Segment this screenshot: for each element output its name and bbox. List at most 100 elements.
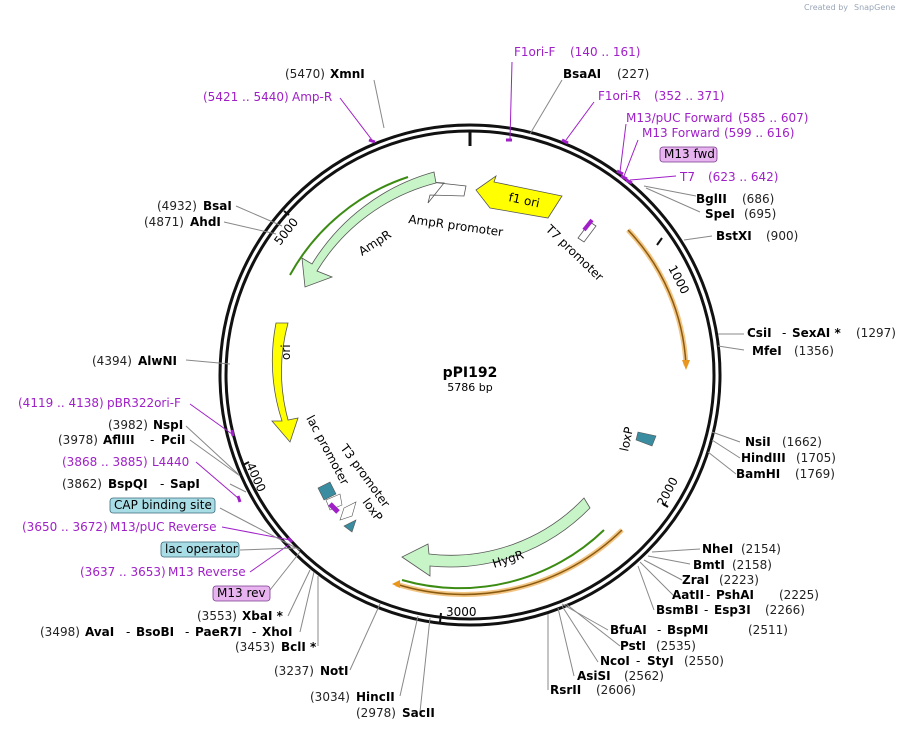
xbai-pos: (3553) (197, 609, 237, 623)
hindiii-name[interactable]: HindIII (741, 451, 786, 465)
f1ori-r-name: F1ori-R (598, 89, 641, 103)
t3-promoter-feature[interactable] (339, 501, 357, 521)
lac-promoter-feature[interactable] (317, 481, 337, 501)
afliii-pos: (3978) (58, 433, 98, 447)
bsai-name[interactable]: BsaI (203, 199, 232, 213)
styi-name[interactable]: StyI (647, 654, 674, 668)
f1ori-r-mark (561, 138, 569, 145)
xmni-name[interactable]: XmnI (330, 67, 365, 81)
bamhi-leader (707, 451, 737, 475)
m13rev-box-leader (269, 551, 301, 591)
m13puc-fwd-name: M13/pUC Forward (626, 111, 733, 125)
pshai-name[interactable]: PshAI (716, 588, 754, 602)
hygr-feature[interactable] (401, 497, 591, 577)
nhei-name[interactable]: NheI (702, 542, 733, 556)
bsaai-name[interactable]: BsaAI (563, 67, 601, 81)
xhoi-name[interactable]: XhoI (262, 625, 293, 639)
bfuai-name[interactable]: BfuAI (610, 623, 647, 637)
ori-feature[interactable] (271, 322, 299, 443)
ampr-feature[interactable] (301, 171, 437, 288)
sapi-name[interactable]: SapI (170, 477, 200, 491)
mfei-name[interactable]: MfeI (752, 344, 782, 358)
nsii-pos: (1662) (782, 435, 822, 449)
bstxi-pos: (900) (766, 229, 798, 243)
rsrii-name[interactable]: RsrII (550, 683, 581, 697)
bsai-pos: (4932) (157, 199, 197, 213)
f1ori-feature[interactable] (475, 174, 563, 219)
m13rev-box[interactable] (212, 585, 271, 602)
zrai-name[interactable]: ZraI (682, 573, 709, 587)
pcii-name[interactable]: PciI (161, 433, 186, 447)
spei-pos: (695) (744, 207, 776, 221)
bspqi-pos: (3862) (62, 477, 102, 491)
ncoi-leader (561, 605, 599, 663)
bsmbi-name[interactable]: BsmBI (656, 603, 698, 617)
esp3i-name[interactable]: Esp3I (714, 603, 751, 617)
t7-primer-name: T7 (679, 170, 695, 184)
bstxi-name[interactable]: BstXI (716, 229, 752, 243)
bcli-name[interactable]: BclI * (281, 640, 317, 654)
m13-rev-primer-mark (328, 502, 340, 514)
asisi-name[interactable]: AsiSI (577, 669, 611, 683)
sexai-name[interactable]: SexAI * (792, 326, 841, 340)
bmti-name[interactable]: BmtI (693, 558, 725, 572)
bsaai-pos: (227) (617, 67, 649, 81)
mfei-leader (717, 345, 745, 351)
f1ori-f-name: F1ori-F (514, 45, 555, 59)
sacii-leader (419, 617, 431, 713)
spei-leader (645, 187, 701, 213)
tick-5000 (283, 210, 290, 216)
ampr-primer-range: (5421 .. 5440) (203, 90, 289, 104)
sacii-pos: (2978) (356, 706, 396, 720)
t7-promoter-label: T7 promoter (542, 221, 606, 284)
aatii-name[interactable]: AatII (672, 588, 704, 602)
m13puc-rev-mark (286, 536, 294, 544)
sacii-name[interactable]: SacII (402, 706, 435, 720)
cap-box-label: CAP binding site (114, 498, 212, 512)
spei-name[interactable]: SpeI (705, 207, 735, 221)
avai-name[interactable]: AvaI (85, 625, 114, 639)
loxp-right-feature[interactable] (635, 431, 657, 447)
afliii-leader (189, 439, 241, 477)
nspi-name[interactable]: NspI (153, 418, 183, 432)
cap-box[interactable] (109, 497, 216, 514)
bamhi-name[interactable]: BamHI (736, 467, 780, 481)
bglii-name[interactable]: BglII (696, 192, 727, 206)
bfuai-sep: - (657, 623, 661, 637)
ncoi-name[interactable]: NcoI (600, 654, 630, 668)
ampr-promoter-feature[interactable] (427, 181, 467, 204)
alwni-name[interactable]: AlwNI (138, 354, 177, 368)
paer7i-name[interactable]: PaeR7I (195, 625, 242, 639)
lacop-box[interactable] (160, 541, 240, 558)
noti-name[interactable]: NotI (320, 664, 349, 678)
nsii-name[interactable]: NsiI (745, 435, 771, 449)
ampr-promoter-label: AmpR promoter (408, 212, 504, 239)
avai-leader (299, 571, 315, 633)
xbai-name[interactable]: XbaI * (242, 609, 284, 623)
bspqi-name[interactable]: BspQI (108, 477, 148, 491)
loxp-inner-feature[interactable] (343, 519, 357, 533)
ahdi-name[interactable]: AhdI (190, 215, 221, 229)
bsobi-name[interactable]: BsoBI (136, 625, 174, 639)
tick-4000 (242, 461, 250, 466)
xmni-leader (373, 79, 385, 129)
psti-name[interactable]: PstI (620, 639, 646, 653)
bglii-leader (643, 185, 697, 197)
pbr322-mark (230, 429, 235, 437)
afliii-sep: - (150, 433, 154, 447)
bspqi-sep: - (160, 477, 164, 491)
csii-name[interactable]: CsiI (747, 326, 772, 340)
orf-right (627, 229, 687, 366)
m13puc-fwd-range: (585 .. 607) (738, 111, 808, 125)
l4440-name: L4440 (152, 455, 189, 469)
m13fwd-box[interactable] (659, 146, 718, 163)
hincii-name[interactable]: HincII (356, 690, 395, 704)
t7-primer-range: (623 .. 642) (708, 170, 778, 184)
bamhi-pos: (1769) (795, 467, 835, 481)
tick-label-3000: 3000 (446, 605, 477, 619)
bspmi-name[interactable]: BspMI (667, 623, 708, 637)
lacop-leader (239, 547, 297, 551)
afliii-name[interactable]: AflIII (103, 433, 135, 447)
psti-leader (565, 603, 621, 647)
bfuai-leader (561, 603, 609, 631)
